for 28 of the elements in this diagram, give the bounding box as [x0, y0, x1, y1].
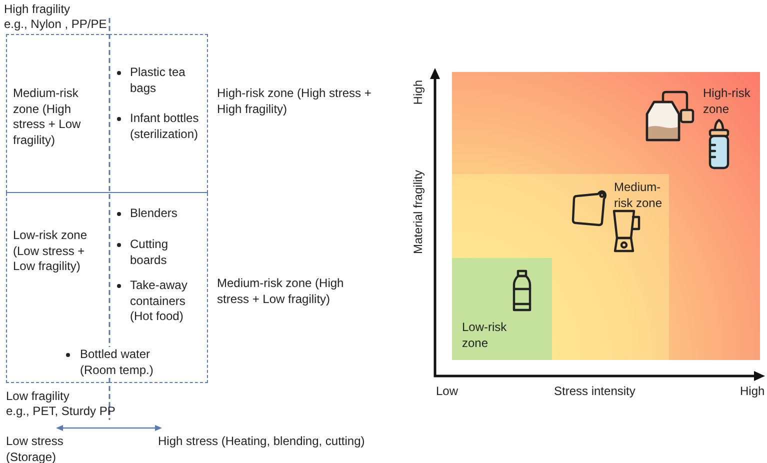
list-item-text: Take-away containers (Hot food) [130, 278, 188, 324]
zone-label: Low-risk zone (Low stress + Low fragility) [13, 228, 88, 274]
axis-label: Low [436, 384, 458, 400]
example-text: e.g., Nylon , PP/PE [4, 17, 107, 32]
axis-label: High stress (Heating, blending, cutting) [158, 434, 365, 450]
zone-label: Medium-risk zone (High stress + Low fragility) [13, 86, 82, 148]
axis-label: Low stress (Storage) [6, 434, 64, 463]
list-item-text: Blenders [130, 206, 178, 222]
list-item-text: Plastic tea bags [130, 65, 186, 96]
zone-label: Low-risk zone [462, 320, 508, 351]
zone-caption: Medium-risk zone (High stress + Low fragility) [217, 276, 345, 307]
risk-zone-area [452, 258, 552, 360]
axis-label: High [740, 384, 765, 400]
zone-label: Medium-risk zone [614, 180, 664, 211]
risk-zone-area [452, 72, 760, 360]
zone-label: High-risk zone [703, 86, 752, 117]
list-item-text: Cutting boards [130, 237, 170, 268]
quadrant-panel [109, 34, 208, 193]
risk-zone-area [452, 174, 669, 360]
quadrant-panel [6, 34, 109, 193]
axis-label: High fragility [4, 2, 70, 18]
axis-title: Material fragility [411, 170, 426, 254]
axis-label: High [411, 80, 426, 105]
axis-label: Low fragility [6, 389, 70, 404]
zone-caption: High-risk zone (High stress + High fragility) [217, 86, 372, 117]
axis-title: Stress intensity [554, 384, 636, 400]
example-text: e.g., PET, Sturdy PP [6, 404, 116, 420]
list-item-text: Infant bottles (sterilization) [130, 111, 200, 142]
